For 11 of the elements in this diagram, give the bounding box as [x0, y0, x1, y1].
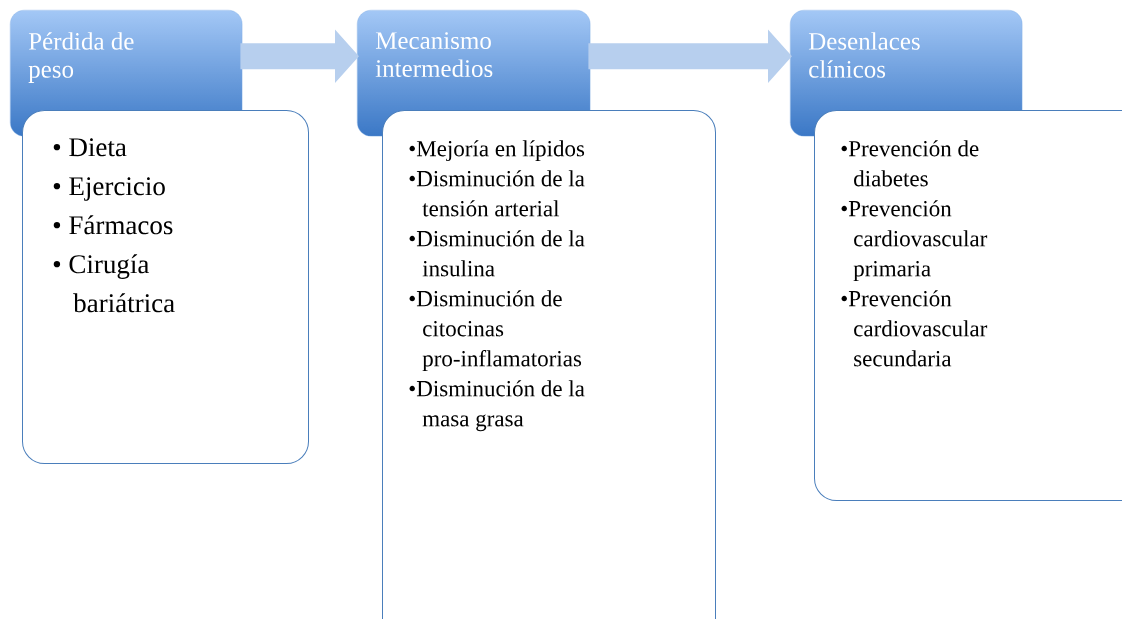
- list-box: •Prevención de diabetes •Prevención cardiovascular primaria •Prevención cardiovascular secundaria: [814, 110, 1122, 501]
- node-label: •Disminución de la insulina: [409, 230, 585, 277]
- node-label: •Prevención de diabetes: [841, 140, 979, 187]
- list-box: • Dieta • Ejercicio • Fármacos • Cirugía bariátrica: [22, 110, 309, 464]
- node-label: •Disminución de la masa grasa: [409, 380, 585, 432]
- node-label: •Disminución de la tensión arterial: [409, 170, 585, 217]
- node-label: •Prevención cardiovascular secundaria: [841, 290, 988, 367]
- node-label: •Disminución de citocinas pro-inflamatorias: [409, 290, 582, 372]
- node-label: •Prevención cardiovascular primaria: [841, 200, 988, 282]
- list-box: •Mejoría en lípidos •Disminución de la tensión arterial •Disminución de la insulina •Disminución de citocinas pro-inflamatorias •Disminución de la masa grasa: [382, 110, 716, 619]
- node-label: •Mejoría en lípidos: [409, 140, 585, 162]
